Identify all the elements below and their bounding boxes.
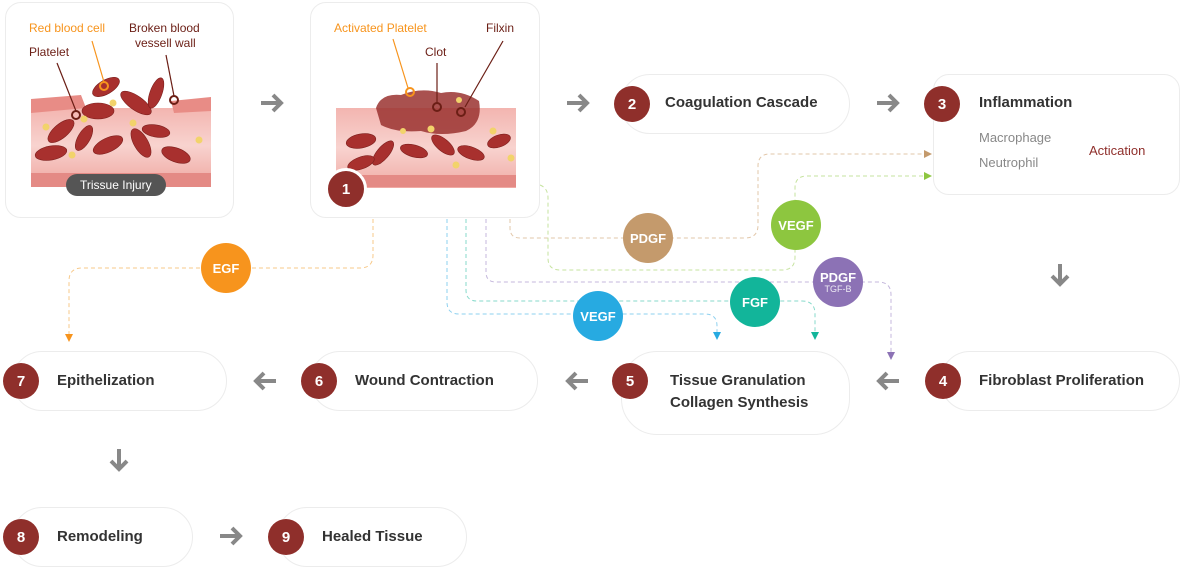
egf-connector xyxy=(65,219,374,342)
egf-badge: EGF xyxy=(201,243,251,293)
step-fibroblast-proliferation[interactable] xyxy=(940,351,1180,411)
arrow-left-icon xyxy=(876,371,899,391)
step-7-title: Epithelization xyxy=(57,372,155,389)
arrow-right-icon xyxy=(877,93,900,113)
arrow-right-icon xyxy=(220,526,243,546)
macrophage-label: Macrophage xyxy=(979,130,1052,145)
clot-formation-panel: Activated Platelet Clot Filxin 1 xyxy=(310,2,540,218)
step-1-badge: 1 xyxy=(325,168,367,210)
step-epithelization[interactable] xyxy=(12,351,227,411)
broken-wall-label-line1: Broken blood xyxy=(129,21,200,35)
arrow-left-icon xyxy=(565,371,588,391)
step-2-title: Coagulation Cascade xyxy=(665,94,818,111)
tissue-injury-tag: Trissue Injury xyxy=(66,174,166,196)
pdgf-badge: PDGF xyxy=(623,213,673,263)
step-3-badge: 3 xyxy=(924,86,960,122)
arrow-right-icon xyxy=(567,93,590,113)
fgf-badge: FGF xyxy=(730,277,780,327)
arrow-down-icon xyxy=(1050,264,1070,287)
activation-label: Actication xyxy=(1089,143,1146,158)
broken-wall-label-line2: vessell wall xyxy=(135,36,196,50)
clot-illustration xyxy=(336,38,516,188)
platelet-label: Platelet xyxy=(29,45,70,59)
step-inflammation[interactable] xyxy=(933,74,1180,195)
step-healed-tissue[interactable] xyxy=(277,507,467,567)
arrow-left-icon xyxy=(253,371,276,391)
vegf-green-label: VEGF xyxy=(778,217,814,233)
step-coagulation-cascade[interactable] xyxy=(620,74,850,134)
filxin-label: Filxin xyxy=(486,21,515,35)
step-5-title-line1: Tissue Granulation xyxy=(670,372,806,389)
arrow-right-icon xyxy=(261,93,284,113)
clot-label: Clot xyxy=(425,45,447,59)
step-8-title: Remodeling xyxy=(57,528,143,545)
pdgf-tgf-connector xyxy=(485,219,895,360)
step-5-badge: 5 xyxy=(612,363,648,399)
step-6-title: Wound Contraction xyxy=(355,372,494,389)
fgf-connector xyxy=(465,219,819,340)
vegf-green-badge: VEGF xyxy=(771,200,821,250)
pdgf-connector xyxy=(509,150,932,239)
vegf-blue-badge: VEGF xyxy=(573,291,623,341)
tgf-b-label: TGF-B xyxy=(824,283,852,294)
step-wound-contraction[interactable] xyxy=(310,351,538,411)
step-4-badge: 4 xyxy=(925,363,961,399)
activated-platelet-label: Activated Platelet xyxy=(334,21,427,35)
neutrophil-label: Neutrophil xyxy=(979,155,1039,170)
pdgf-label: PDGF xyxy=(629,230,667,246)
arrow-down-icon xyxy=(109,449,129,472)
tissue-injury-panel: Red blood cell Broken blood vessell wall… xyxy=(5,2,234,218)
step-remodeling[interactable] xyxy=(12,507,193,567)
step-4-title: Fibroblast Proliferation xyxy=(979,372,1145,389)
step-8-badge: 8 xyxy=(3,519,39,555)
step-9-badge: 9 xyxy=(268,519,304,555)
step-9-title: Healed Tissue xyxy=(322,528,423,545)
red-blood-cell-label: Red blood cell xyxy=(29,21,106,35)
step-5-title-line2: Collagen Synthesis xyxy=(670,394,809,411)
fgf-label: FGF xyxy=(742,294,768,310)
step-7-badge: 7 xyxy=(3,363,39,399)
step-3-title: Inflammation xyxy=(979,94,1073,111)
step-2-badge: 2 xyxy=(614,86,650,122)
step-6-badge: 6 xyxy=(301,363,337,399)
vegf-blue-label: VEGF xyxy=(580,308,616,324)
vegf-green-connector xyxy=(539,172,932,271)
egf-label: EGF xyxy=(212,260,240,276)
step-tissue-granulation[interactable] xyxy=(621,351,850,435)
pdgf-tgf-label: PDGF xyxy=(819,269,857,285)
